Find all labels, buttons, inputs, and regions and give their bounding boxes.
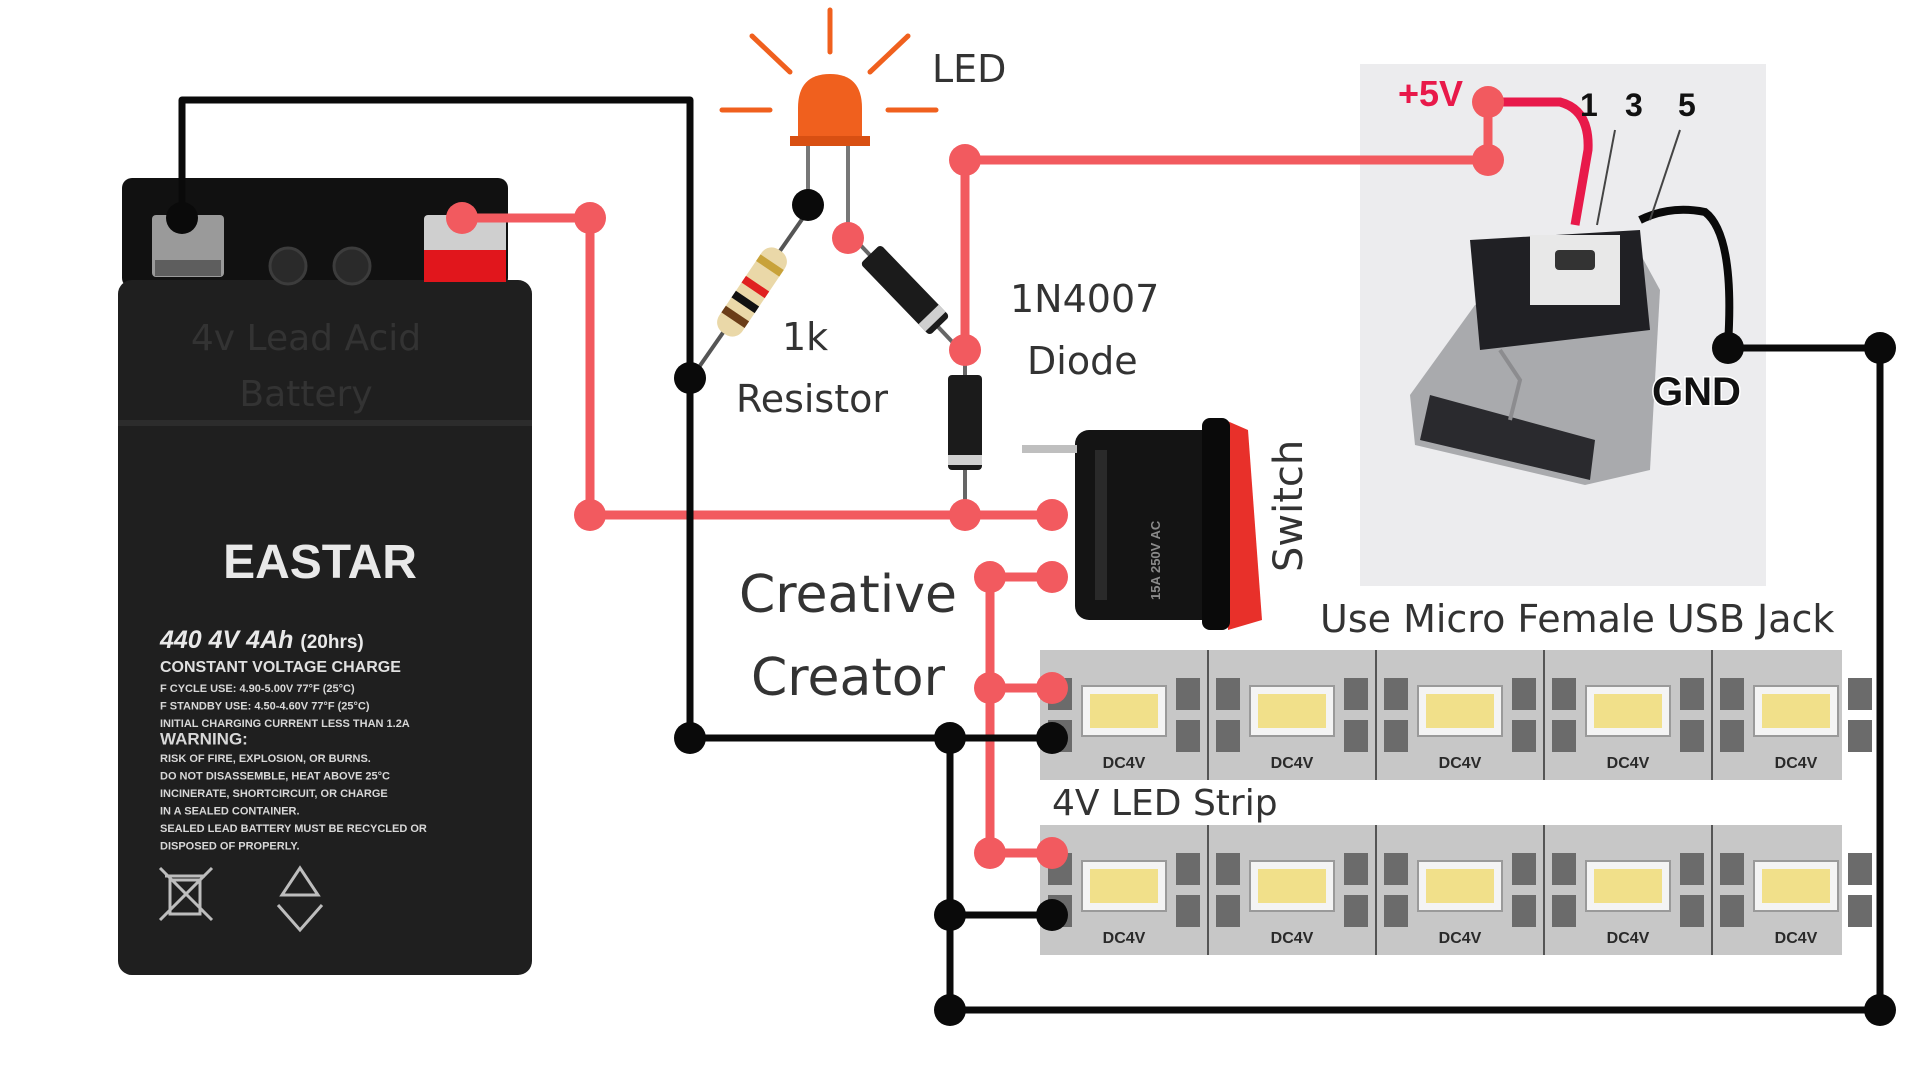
negative-junction: [1864, 994, 1896, 1026]
battery-model: 440 4V 4Ah (20hrs): [159, 626, 364, 654]
usb-plus5v-label: +5V: [1398, 73, 1463, 114]
usb-caption: Use Micro Female USB Jack: [1320, 597, 1834, 641]
strip-module-label: DC4V: [1271, 755, 1314, 772]
strip-module-label: DC4V: [1607, 755, 1650, 772]
positive-junction: [974, 561, 1006, 593]
smd-led: [1258, 869, 1326, 903]
battery-model-value: 440 4V 4Ah: [159, 626, 293, 654]
diode-label: Diode: [1027, 339, 1138, 383]
negative-junction: [1712, 332, 1744, 364]
positive-junction: [1036, 837, 1068, 869]
smd-led: [1594, 869, 1662, 903]
positive-junction: [974, 837, 1006, 869]
positive-junction: [949, 499, 981, 531]
led-glow-rays: [719, 7, 939, 113]
battery-fine-print-line: WARNING:: [160, 730, 248, 749]
usb-black-wire: [1638, 205, 1734, 346]
led-indicator: [719, 7, 939, 230]
rocker-switch: 15A 250V AC: [1022, 418, 1262, 630]
switch-label: Switch: [1266, 440, 1312, 572]
svg-text:15A 250V AC: 15A 250V AC: [1148, 520, 1163, 600]
resistor-1k: [688, 203, 814, 382]
wire-junctions: [166, 86, 1896, 1026]
positive-wire: [462, 213, 1052, 520]
battery-label-line2: Battery: [239, 374, 372, 415]
micro-usb-jack: +5V 1 3 5 GND: [1360, 64, 1766, 586]
smd-led: [1762, 869, 1830, 903]
negative-junction: [674, 722, 706, 754]
strip-module-label: DC4V: [1439, 755, 1482, 772]
smd-led: [1594, 694, 1662, 728]
positive-junction: [974, 672, 1006, 704]
negative-junction: [674, 362, 706, 394]
positive-junction: [574, 499, 606, 531]
led-strip-top: DC4V DC4V DC4V DC4V DC4V: [1040, 650, 1881, 780]
negative-junction: [934, 899, 966, 931]
smd-led: [1426, 694, 1494, 728]
positive-junction: [1036, 561, 1068, 593]
battery-fine-print-line: F CYCLE USE: 4.90-5.00V 77°F (25°C): [160, 683, 355, 695]
positive-junction: [574, 202, 606, 234]
strip-caption: 4V LED Strip: [1052, 783, 1278, 824]
positive-junction: [949, 144, 981, 176]
positive-junction: [949, 334, 981, 366]
positive-junction: [1036, 499, 1068, 531]
battery-fine-print-line: INITIAL CHARGING CURRENT LESS THAN 1.2A: [160, 718, 410, 730]
usb-gnd-label: GND: [1652, 370, 1741, 414]
battery-brand: EASTAR: [223, 536, 417, 589]
negative-junction: [1864, 332, 1896, 364]
diode-part-label: 1N4007: [1010, 277, 1159, 321]
negative-junction: [1036, 899, 1068, 931]
negative-junction: [1036, 722, 1068, 754]
no-trash-icon: [158, 866, 214, 922]
battery-fine-print-line: IN A SEALED CONTAINER.: [160, 806, 300, 818]
positive-junction: [832, 222, 864, 254]
resistor-value-label: 1k: [782, 315, 828, 359]
usb-pin1-label: 1: [1580, 87, 1598, 123]
watermark-line2: Creator: [751, 648, 946, 708]
positive-junction: [1472, 144, 1504, 176]
battery-fine-print-line: DO NOT DISASSEMBLE, HEAT ABOVE 25°C: [160, 771, 390, 783]
strip-module-label: DC4V: [1103, 930, 1146, 947]
battery-fine-print-line: RISK OF FIRE, EXPLOSION, OR BURNS.: [160, 753, 371, 765]
battery-fine-print: F CYCLE USE: 4.90-5.00V 77°F (25°C) F STA…: [160, 683, 427, 853]
battery-fine-print-line: DISPOSED OF PROPERLY.: [160, 841, 300, 853]
strip-module-label: DC4V: [1439, 930, 1482, 947]
negative-junction: [792, 189, 824, 221]
battery-fine-print-line: SEALED LEAD BATTERY MUST BE RECYCLED OR: [160, 823, 427, 835]
negative-junction: [934, 722, 966, 754]
battery-label-line1: 4v Lead Acid: [191, 318, 421, 359]
battery-charge-text: CONSTANT VOLTAGE CHARGE: [160, 659, 401, 676]
negative-wire: [178, 96, 1052, 742]
smd-led: [1258, 694, 1326, 728]
smd-led: [1762, 694, 1830, 728]
battery: 4v Lead Acid Battery EASTAR 440 4V 4Ah (…: [118, 178, 532, 975]
battery-model-hrs: (20hrs): [300, 632, 363, 653]
led-label: LED: [932, 47, 1006, 91]
strip-module-label: DC4V: [1775, 755, 1818, 772]
strip-module-label: DC4V: [1775, 930, 1818, 947]
positive-junction: [1036, 672, 1068, 704]
diode-1n4007: [846, 230, 982, 515]
positive-junction: [1472, 86, 1504, 118]
positive-junction: [446, 202, 478, 234]
usb-pin5-label: 5: [1678, 87, 1696, 123]
strip-module-label: DC4V: [1103, 755, 1146, 772]
battery-fine-print-line: INCINERATE, SHORTCIRCUIT, OR CHARGE: [160, 788, 388, 800]
smd-led: [1090, 694, 1158, 728]
smd-led: [1090, 869, 1158, 903]
strip-module-label: DC4V: [1271, 930, 1314, 947]
recycle-icon: [276, 865, 324, 933]
battery-fine-print-line: F STANDBY USE: 4.50-4.60V 77°F (25°C): [160, 701, 370, 713]
strip-module-label: DC4V: [1607, 930, 1650, 947]
negative-junction: [166, 202, 198, 234]
negative-junction: [934, 994, 966, 1026]
usb-pin3-label: 3: [1625, 87, 1643, 123]
led-strip-bottom: DC4V DC4V DC4V DC4V DC4V: [1040, 825, 1881, 955]
usb-red-wire: [1490, 97, 1593, 226]
resistor-label: Resistor: [736, 377, 888, 421]
smd-led: [1426, 869, 1494, 903]
watermark-line1: Creative: [739, 565, 957, 625]
